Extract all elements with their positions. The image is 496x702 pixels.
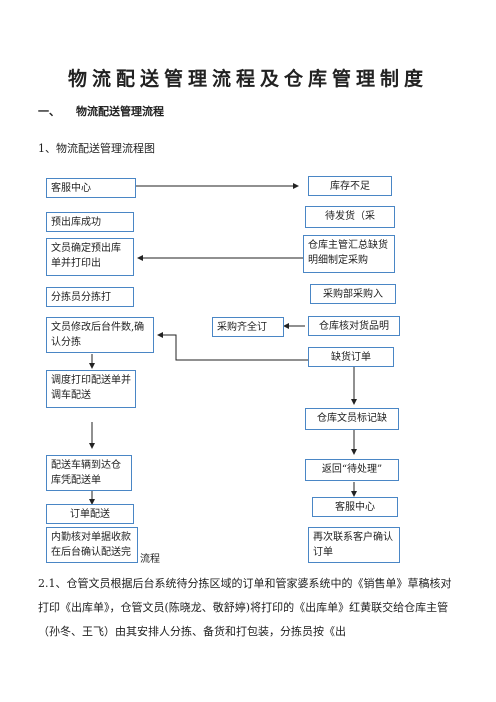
flow-box-reconfirm-order: 再次联系客户确认订单 — [308, 527, 400, 563]
flow-box-purchase-inbound: 采购部采购入 — [310, 284, 396, 304]
section-heading: 一、 物流配送管理流程 — [38, 103, 164, 119]
flow-box-purchase-complete: 采购齐全订 — [212, 317, 284, 337]
flow-box-warehouse-check: 仓库核对货品明 — [308, 316, 400, 336]
flow-box-picker-sort: 分拣员分拣打 — [46, 287, 134, 307]
flow-box-customer-service-2: 客服中心 — [312, 497, 398, 517]
flow-box-manager-summary: 仓库主管汇总缺货明细制定采购 — [303, 235, 395, 273]
flow-box-customer-service: 客服中心 — [46, 178, 136, 198]
flow-box-office-reconcile: 内勤核对单据收款在后台确认配送完 — [46, 527, 138, 563]
flow-box-clerk-modify-confirm: 文员修改后台件数,确认分拣 — [46, 317, 154, 353]
flow-left-suffix: 流程 — [140, 554, 160, 565]
subheading: 1、物流配送管理流程图 — [38, 142, 155, 155]
flow-box-clerk-confirm-print: 文员确定预出库单并打印出 — [46, 238, 134, 276]
flow-box-stock-insufficient: 库存不足 — [308, 176, 392, 196]
document-title: 物流配送管理流程及仓库管理制度 — [67, 68, 428, 90]
flow-box-pre-outbound-success: 预出库成功 — [46, 212, 134, 232]
flow-box-dispatch-print: 调度打印配送单并调车配送 — [46, 370, 136, 408]
flow-box-order-delivery: 订单配送 — [46, 504, 134, 524]
arrow-shortage-loop — [157, 332, 308, 361]
section-number: 一、 — [38, 105, 60, 118]
flow-box-clerk-mark-shortage: 仓库文员标记缺 — [305, 408, 399, 430]
flow-box-return-pending: 返回“待处理” — [305, 459, 399, 481]
body-paragraph: 2.1、仓管文员根据后台系统待分拣区域的订单和管家婆系统中的《销售单》草稿核对打… — [38, 577, 452, 638]
flow-box-vehicle-arrive: 配送车辆到达仓库凭配送单 — [46, 455, 132, 491]
flow-box-pending-shipment: 待发货（采 — [305, 206, 395, 228]
flow-box-shortage-order: 缺货订单 — [308, 347, 394, 367]
section-label: 物流配送管理流程 — [76, 105, 164, 118]
